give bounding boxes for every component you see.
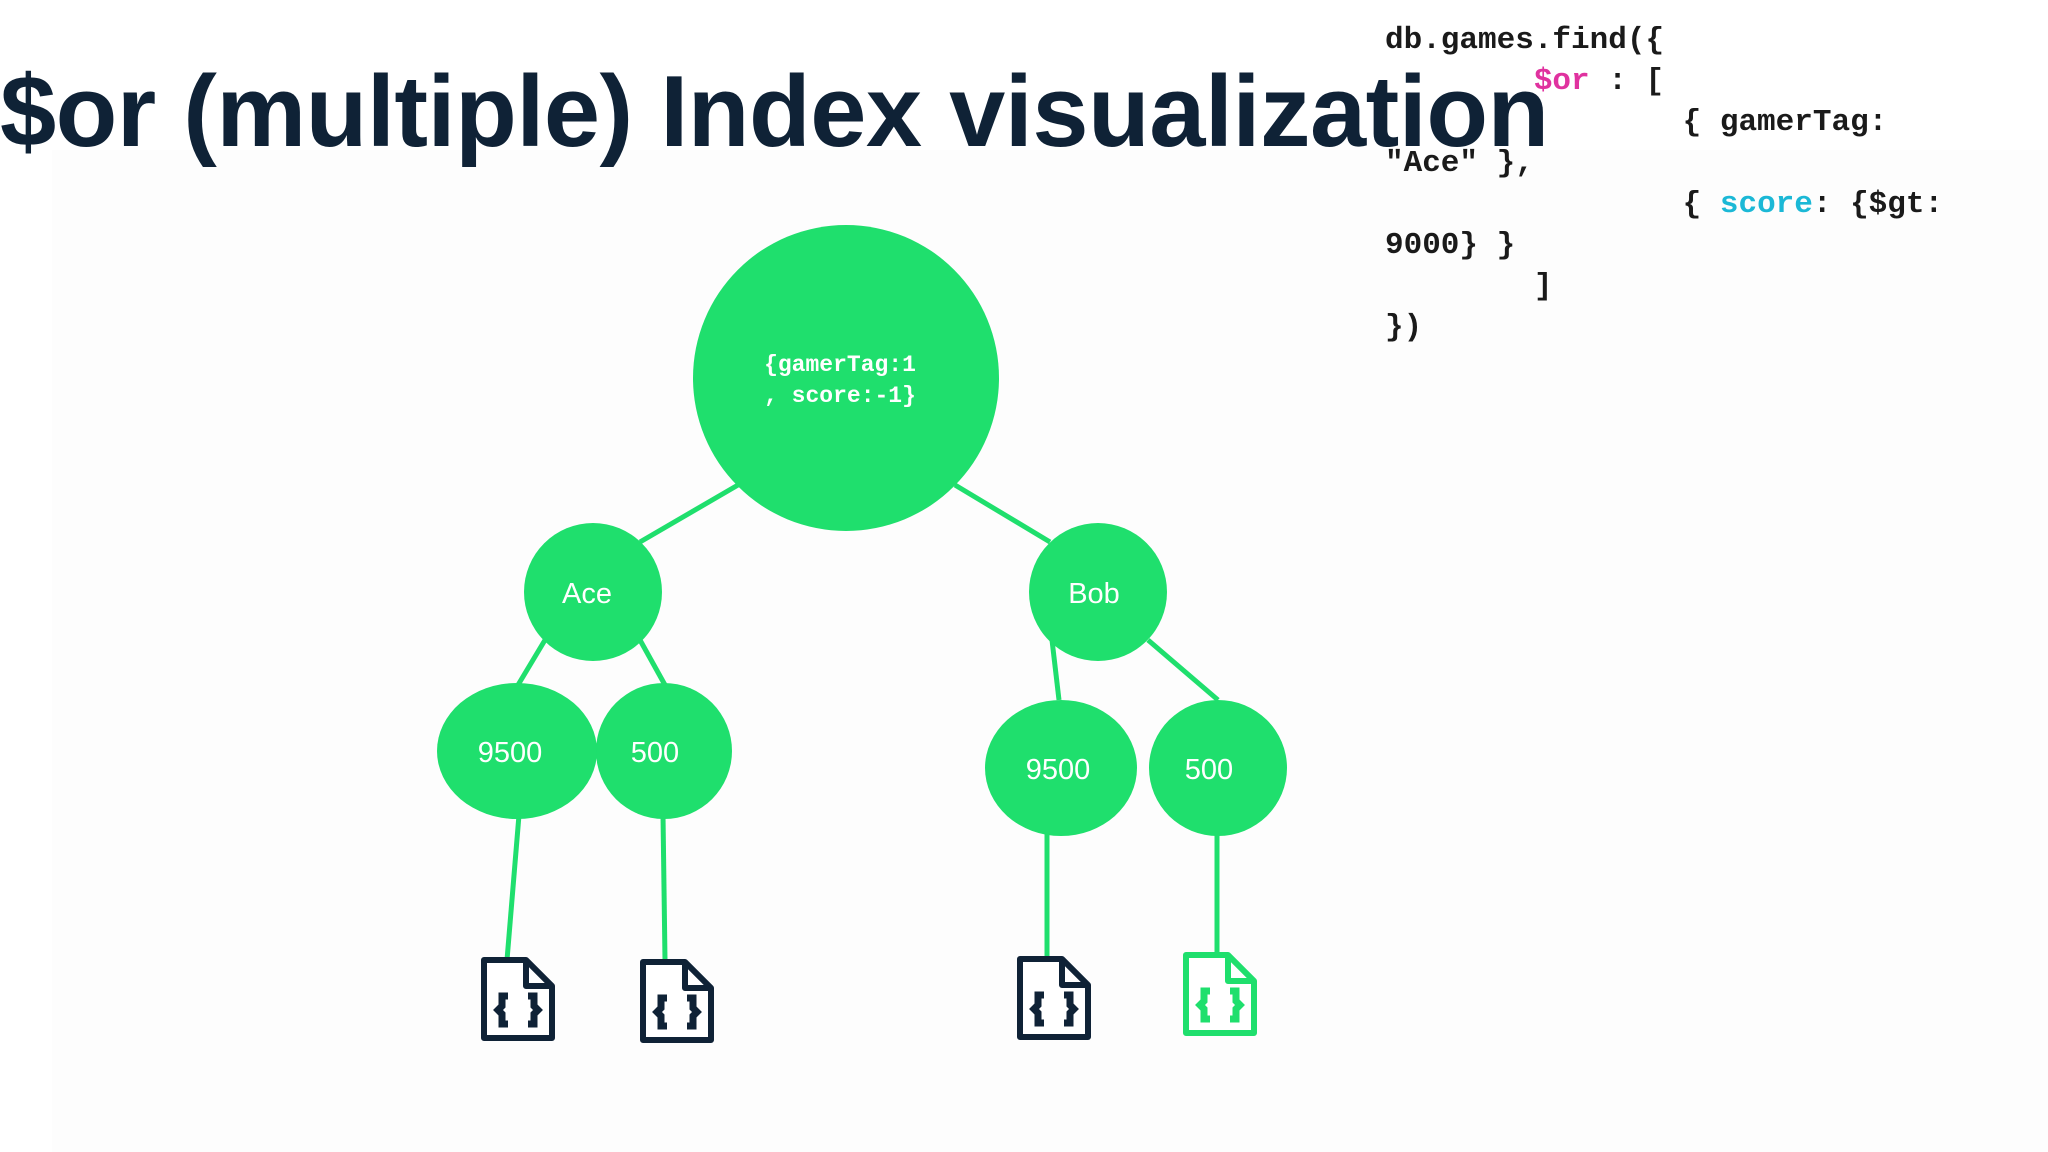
code-line-1: db.games.find({ [1385, 23, 1665, 58]
root-node: {gamerTag:1 , score:-1} [693, 225, 999, 531]
node-bob-500: 500 [1149, 700, 1287, 836]
score-field: score [1719, 187, 1813, 222]
edge-ace500-doc [660, 814, 668, 961]
document-icon [643, 962, 711, 1040]
code-line-6: 9000} } [1385, 228, 1516, 263]
edge-bob-9500 [1049, 639, 1062, 701]
node-ace-label: Ace [562, 578, 612, 610]
node-ace-500-label: 500 [631, 737, 679, 769]
node-ace: Ace [524, 523, 662, 661]
node-bob-circle [1029, 523, 1167, 661]
edge-root-bob [953, 482, 1052, 545]
node-ace-9500-label: 9500 [478, 737, 543, 769]
code-line-5-indent: { [1385, 187, 1720, 222]
edge-ace-500 [637, 638, 668, 687]
code-line-2-rest: : [ [1589, 64, 1665, 99]
node-bob-9500-label: 9500 [1026, 754, 1091, 786]
edge-ace-9500 [515, 638, 548, 687]
or-operator: $or [1533, 64, 1590, 99]
node-bob: Bob [1029, 523, 1167, 661]
code-line-8: }) [1385, 310, 1423, 345]
node-ace-9500: 9500 [437, 683, 597, 819]
node-bob-9500-circle [985, 700, 1137, 836]
slide-title: $or (multiple) Index visualization [0, 56, 1549, 168]
tree-edges [504, 482, 1220, 961]
node-ace-500: 500 [596, 683, 732, 819]
code-line-7: ] [1385, 269, 1553, 304]
code-line-4: "Ace" }, [1385, 146, 1534, 181]
document-icon [484, 960, 552, 1038]
document-icon [1020, 959, 1088, 1037]
edge-root-ace [638, 482, 740, 545]
code-line-5-rest: : {$gt: [1812, 187, 1944, 222]
query-code-block: db.games.find({ $or : [ { gamerTag: "Ace… [1385, 20, 1943, 348]
node-bob-label: Bob [1068, 578, 1120, 610]
node-bob-500-circle [1149, 700, 1287, 836]
node-bob-500-label: 500 [1185, 754, 1233, 786]
edge-ace9500-doc [504, 814, 522, 961]
root-node-circle [693, 225, 999, 531]
node-bob-9500: 9500 [985, 700, 1137, 836]
code-line-3: { gamerTag: [1385, 105, 1888, 140]
node-ace-circle [524, 523, 662, 661]
highlighted-document-icon [1186, 955, 1254, 1033]
edge-bob-500 [1146, 638, 1220, 702]
node-ace-9500-circle [437, 683, 597, 819]
root-label-line-2: , score:-1} [764, 383, 916, 409]
root-label-line-1: {gamerTag:1 [764, 352, 916, 378]
node-ace-500-circle [596, 683, 732, 819]
